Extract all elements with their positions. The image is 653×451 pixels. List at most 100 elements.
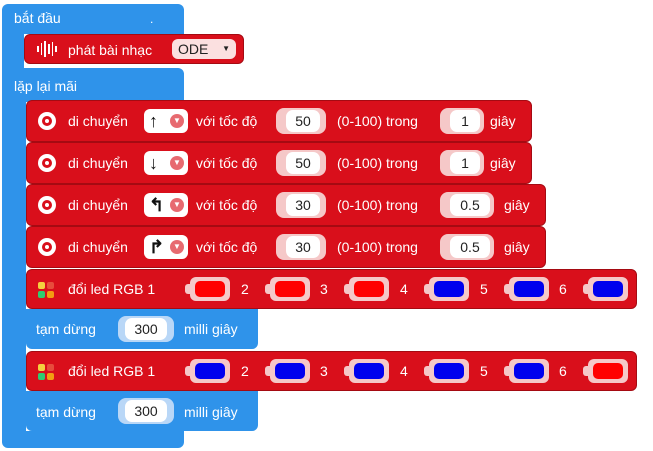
move-label: di chuyển — [68, 197, 128, 213]
color-fill — [434, 363, 464, 379]
pause-value-2[interactable]: 300 — [125, 400, 167, 422]
input-tab — [583, 284, 590, 294]
turn-right-arrow-icon: ↱ — [149, 236, 165, 257]
speed-label: với tốc độ — [196, 197, 258, 213]
input-tab — [583, 366, 590, 376]
range-label: (0-100) trong — [337, 113, 418, 129]
start-block[interactable] — [2, 4, 184, 34]
chevron-down-icon: ▼ — [222, 44, 230, 53]
pause-value-1-box[interactable]: 300 — [118, 316, 174, 342]
speed-input-box[interactable]: 30 — [276, 234, 326, 260]
loop-block-side — [2, 100, 26, 435]
color-fill — [514, 363, 544, 379]
input-tab — [424, 366, 431, 376]
color-swatch-6[interactable] — [583, 277, 628, 301]
time-input[interactable]: 0.5 — [450, 236, 490, 258]
input-tab — [440, 114, 446, 128]
speed-label: với tốc độ — [196, 239, 258, 255]
input-tab — [344, 366, 351, 376]
range-label: (0-100) trong — [337, 197, 418, 213]
color-swatch-4[interactable] — [424, 359, 469, 383]
direction-dropdown[interactable]: ↰▼ — [144, 193, 188, 217]
speed-input[interactable]: 50 — [286, 152, 320, 174]
led-index-label: 5 — [480, 363, 488, 379]
pause-value-2-box[interactable]: 300 — [118, 398, 174, 424]
time-input-box[interactable]: 0.5 — [440, 234, 494, 260]
motor-wheel-icon — [38, 238, 56, 256]
led-index-label: 2 — [241, 363, 249, 379]
direction-dropdown[interactable]: ↑▼ — [144, 109, 188, 133]
color-fill — [275, 281, 305, 297]
start-block-side — [2, 33, 24, 68]
music-dropdown-value: ODE — [178, 41, 209, 57]
music-dropdown[interactable]: ODE ▼ — [172, 39, 236, 59]
start-dot: . — [150, 12, 154, 26]
input-tab — [276, 114, 282, 128]
pause-label-1: tạm dừng — [36, 321, 96, 337]
turn-left-arrow-icon: ↰ — [149, 194, 165, 215]
input-tab — [504, 284, 511, 294]
chevron-down-icon: ▼ — [170, 156, 184, 170]
time-input-box[interactable]: 1 — [440, 108, 484, 134]
speed-input-box[interactable]: 30 — [276, 192, 326, 218]
led-grid-icon — [38, 282, 54, 298]
led-grid-icon — [38, 364, 54, 380]
motor-wheel-icon — [38, 112, 56, 130]
color-swatch-4[interactable] — [424, 277, 469, 301]
input-tab — [265, 366, 272, 376]
led-index-label: 6 — [559, 281, 567, 297]
color-fill — [593, 363, 623, 379]
input-tab — [504, 366, 511, 376]
speed-input-box[interactable]: 50 — [276, 150, 326, 176]
speed-input[interactable]: 50 — [286, 110, 320, 132]
start-label: bắt đầu — [14, 10, 61, 26]
speed-input[interactable]: 30 — [286, 236, 320, 258]
color-fill — [195, 363, 225, 379]
color-fill — [434, 281, 464, 297]
led-index-label: 5 — [480, 281, 488, 297]
led-index-label: 2 — [241, 281, 249, 297]
color-swatch-5[interactable] — [504, 277, 549, 301]
loop-forever-block[interactable] — [2, 68, 184, 102]
speed-input[interactable]: 30 — [286, 194, 320, 216]
input-tab — [265, 284, 272, 294]
color-fill — [354, 363, 384, 379]
color-swatch-1[interactable] — [185, 277, 230, 301]
chevron-down-icon: ▼ — [170, 240, 184, 254]
input-tab — [185, 284, 192, 294]
move-label: di chuyển — [68, 155, 128, 171]
color-swatch-6[interactable] — [583, 359, 628, 383]
time-input[interactable]: 1 — [450, 152, 480, 174]
motor-wheel-icon — [38, 196, 56, 214]
speed-label: với tốc độ — [196, 155, 258, 171]
color-fill — [514, 281, 544, 297]
led-index-label: 6 — [559, 363, 567, 379]
time-unit-label: giây — [504, 197, 530, 213]
direction-dropdown[interactable]: ↱▼ — [144, 235, 188, 259]
led-index-label: 3 — [320, 281, 328, 297]
time-input[interactable]: 0.5 — [450, 194, 490, 216]
speed-input-box[interactable]: 50 — [276, 108, 326, 134]
chevron-down-icon: ▼ — [170, 114, 184, 128]
color-fill — [275, 363, 305, 379]
color-swatch-2[interactable] — [265, 359, 310, 383]
time-input[interactable]: 1 — [450, 110, 480, 132]
move-label: di chuyển — [68, 113, 128, 129]
color-swatch-5[interactable] — [504, 359, 549, 383]
color-swatch-2[interactable] — [265, 277, 310, 301]
input-tab — [440, 198, 446, 212]
time-input-box[interactable]: 1 — [440, 150, 484, 176]
color-swatch-3[interactable] — [344, 277, 389, 301]
pause-value-1[interactable]: 300 — [125, 318, 167, 340]
input-tab — [276, 240, 282, 254]
input-tab — [185, 366, 192, 376]
time-input-box[interactable]: 0.5 — [440, 192, 494, 218]
time-unit-label: giây — [490, 155, 516, 171]
loop-label: lặp lại mãi — [14, 78, 78, 94]
color-swatch-3[interactable] — [344, 359, 389, 383]
direction-dropdown[interactable]: ↓▼ — [144, 151, 188, 175]
color-swatch-1[interactable] — [185, 359, 230, 383]
loop-block-bottom — [2, 431, 184, 448]
color-fill — [195, 281, 225, 297]
time-unit-label: giây — [504, 239, 530, 255]
